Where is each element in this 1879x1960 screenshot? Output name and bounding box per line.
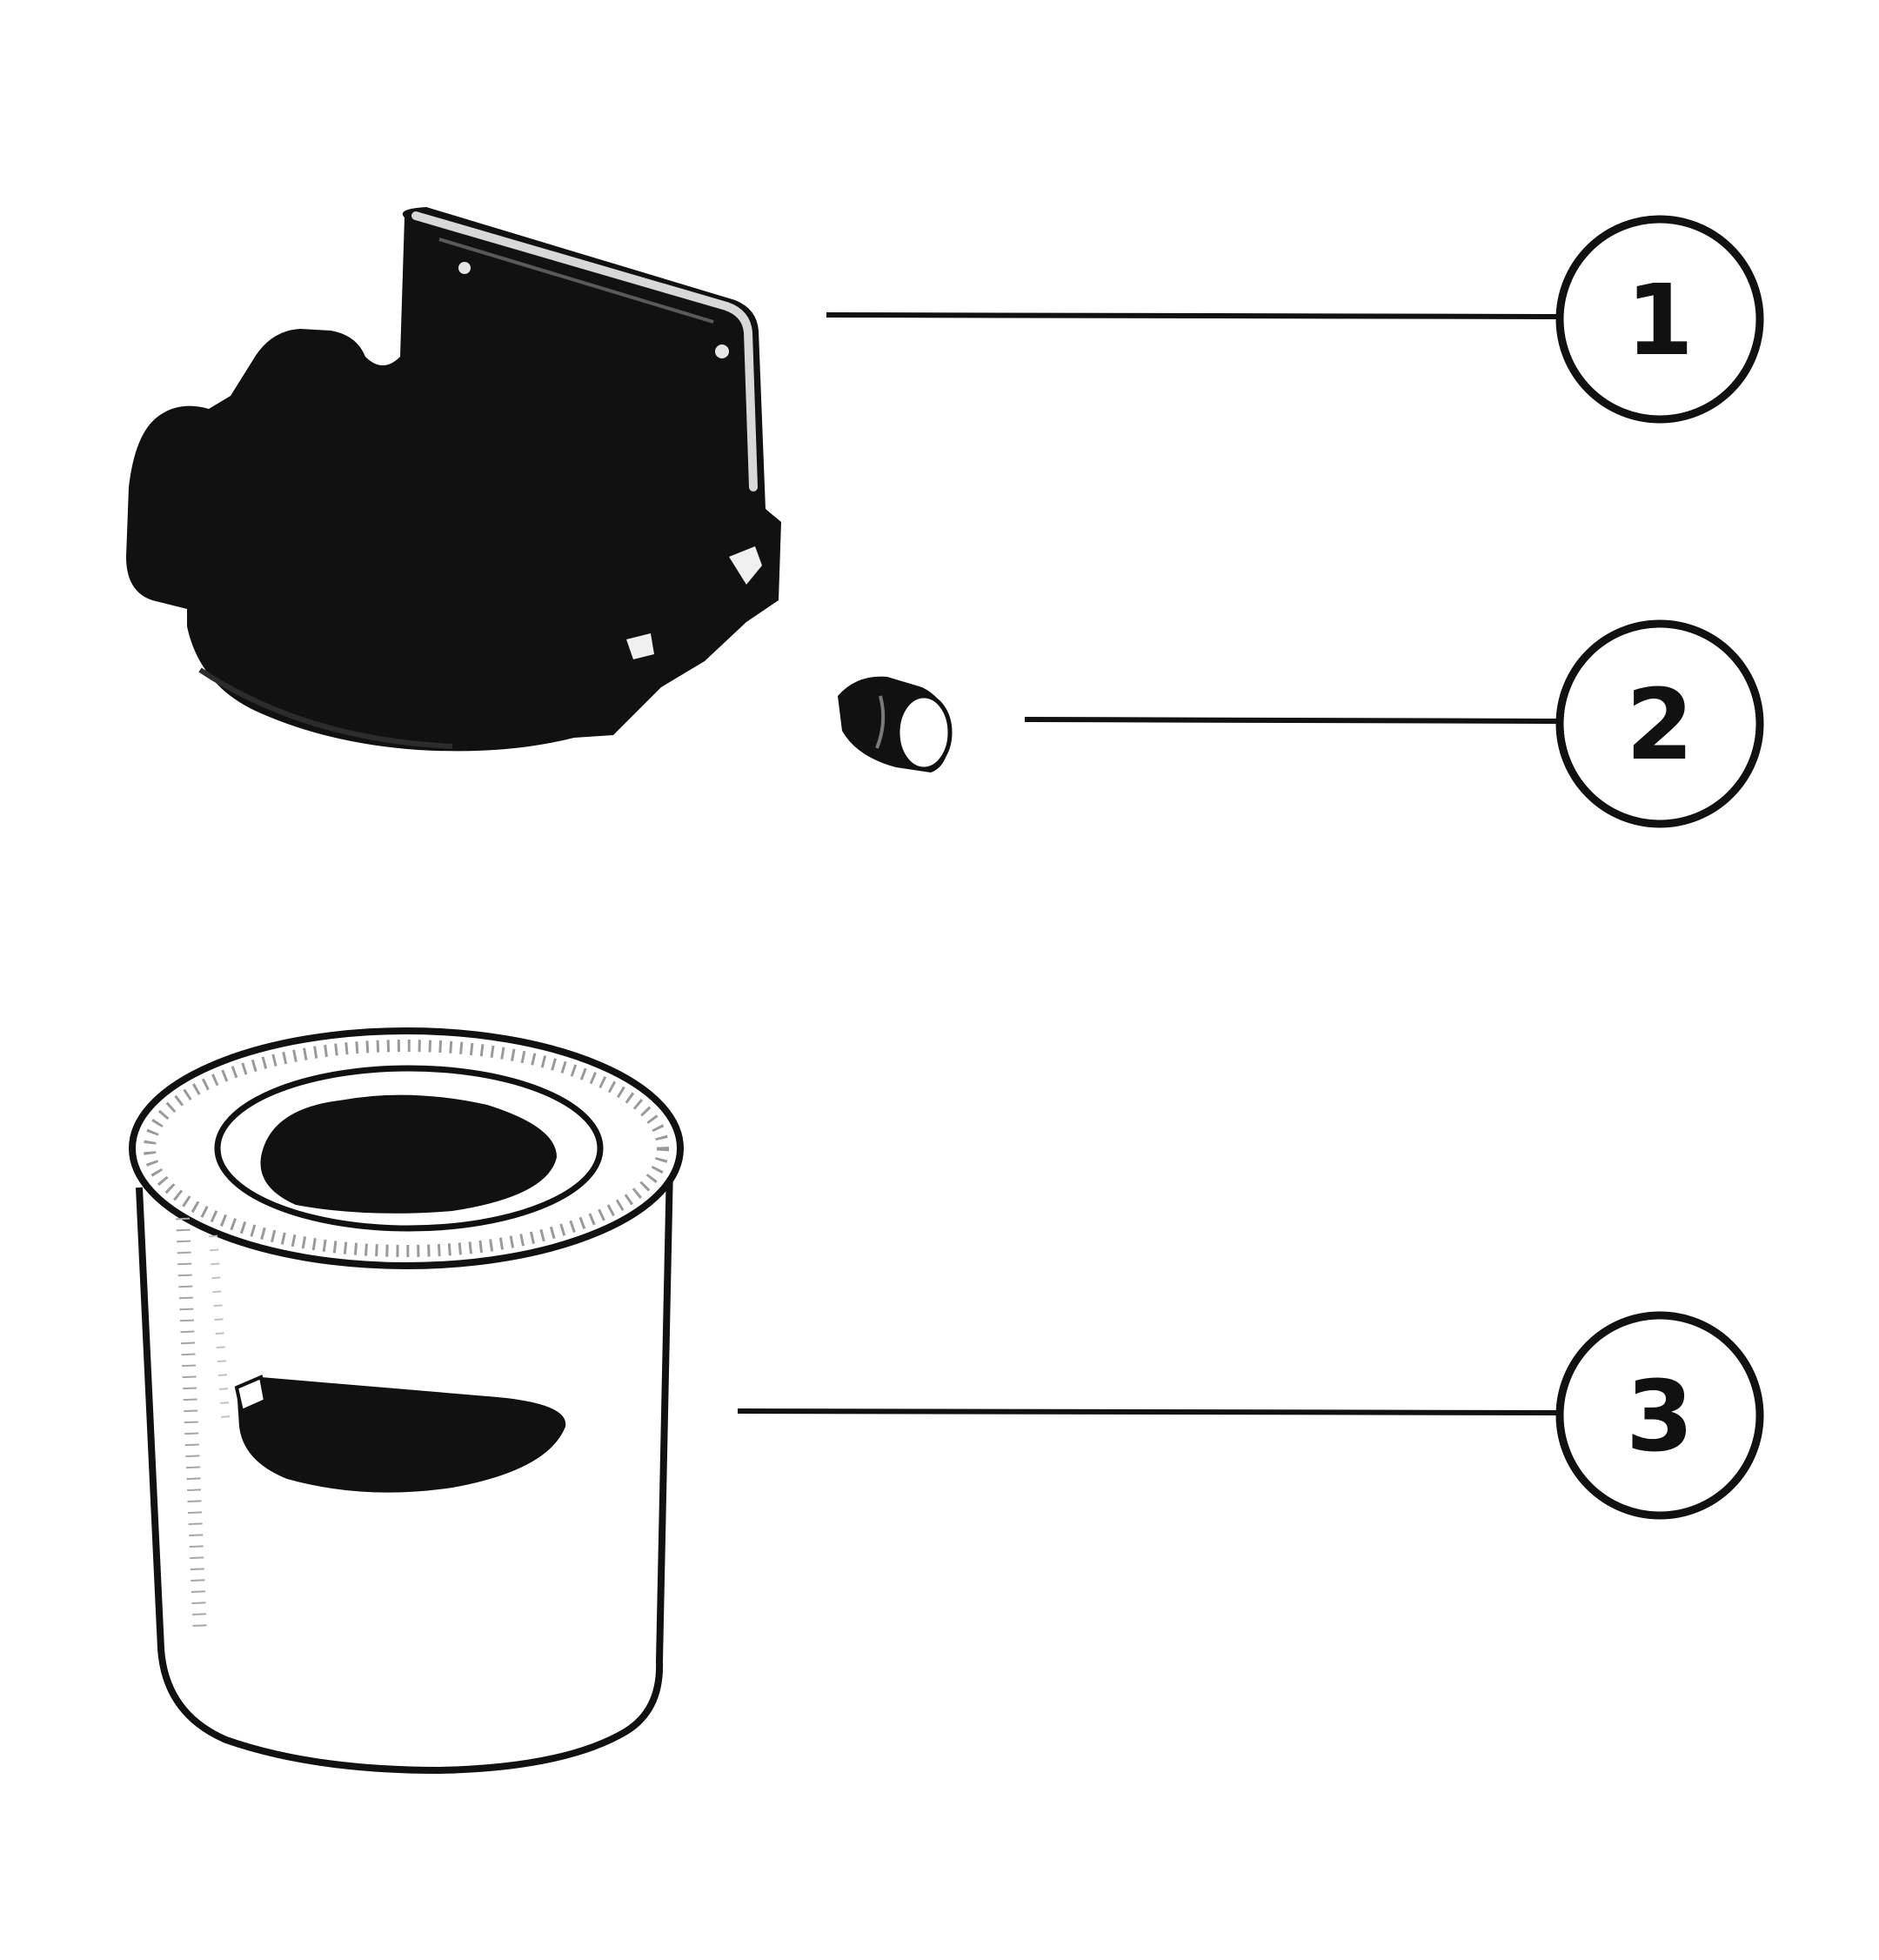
canister-label-window [237, 1377, 566, 1493]
filter-canister-icon [129, 1027, 684, 1774]
filter-head-body [126, 207, 781, 752]
filter-head-plate-edge [411, 211, 758, 492]
canister-rim-texture [144, 1040, 669, 1257]
filter-head-bracket-icon [126, 207, 781, 752]
leader-line-3 [737, 1408, 1562, 1415]
callout-circle [1555, 215, 1764, 424]
callout-3: 3 [1555, 1311, 1764, 1520]
callout-2: 2 [1555, 619, 1764, 828]
filter-head-plate-inner-edge [438, 237, 714, 324]
callout-label: 1 [1626, 264, 1694, 378]
leader-line-2 [1024, 717, 1562, 724]
callout-label: 3 [1626, 1361, 1694, 1474]
canister-center-opening [260, 1094, 557, 1214]
callout-label: 2 [1626, 669, 1694, 782]
canister-label-highlight [234, 1375, 268, 1414]
bolt-hole-icon [715, 345, 729, 358]
callout-circle [1555, 619, 1764, 828]
leader-line-1 [826, 312, 1562, 319]
filter-head-rim [198, 667, 453, 749]
callout-1: 1 [1555, 215, 1764, 424]
plug-thread-highlight [875, 695, 886, 749]
bolt-hole-icon [458, 262, 471, 274]
callout-circle [1555, 1311, 1764, 1520]
pipe-plug-icon [838, 676, 953, 773]
port-highlight [729, 546, 762, 585]
port-highlight [626, 633, 654, 659]
plug-face [895, 693, 953, 772]
